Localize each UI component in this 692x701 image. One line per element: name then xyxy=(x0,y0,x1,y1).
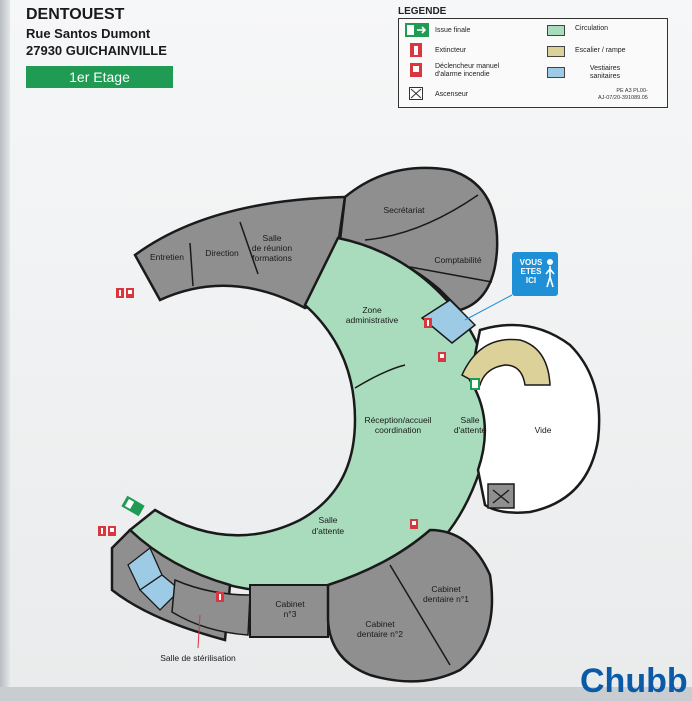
room-label-reception-2: coordination xyxy=(375,425,422,435)
you-are-here-line-1: VOUS xyxy=(519,258,543,267)
legend-exit-label: Issue finale xyxy=(435,27,471,34)
legend-box: Issue finale Extincteur Déclencheur manu… xyxy=(398,18,668,108)
extinguisher-icon xyxy=(424,318,432,328)
room-label-reunion-1: Salle xyxy=(263,233,282,243)
room-label-reunion-2: de réunion xyxy=(252,243,292,253)
legend-stair-label: Escalier / rampe xyxy=(575,47,626,54)
extinguisher-icon xyxy=(116,288,124,298)
elevator-icon xyxy=(409,87,423,100)
plan-reference-line-1: PE A3 PL00- xyxy=(616,88,648,94)
board-edge xyxy=(0,0,10,687)
room-label-direction: Direction xyxy=(205,248,239,258)
you-are-here-line-2: ETES xyxy=(520,267,542,276)
legend-circulation-label: Circulation xyxy=(575,25,609,32)
exit-icon xyxy=(121,495,145,517)
plan-reference-line-2: AJ-07/20-391089.05 xyxy=(598,95,648,101)
room-label-cabinet3-1: Cabinet xyxy=(275,599,305,609)
legend-washroom-label: Vestiaires sanitaires xyxy=(589,65,621,80)
circulation-swatch xyxy=(547,25,565,36)
company-name: DENTOUEST xyxy=(26,6,125,23)
room-label-attente2-1: Salle xyxy=(319,515,338,525)
lower-right-wing xyxy=(326,528,494,683)
washroom-swatch xyxy=(547,67,565,78)
legend-extinguisher-label: Extincteur xyxy=(435,47,467,54)
street-address: Rue Santos Dumont xyxy=(26,26,151,41)
washroom-upper xyxy=(420,299,477,344)
room-label-secretariat: Secrétariat xyxy=(383,205,425,215)
room-label-attente1-2: d'attente xyxy=(454,425,487,435)
extinguisher-icon xyxy=(216,592,224,602)
room-label-zone-2: administrative xyxy=(346,315,399,325)
city-address: 27930 GUICHAINVILLE xyxy=(26,43,167,58)
spiral-stair xyxy=(461,338,551,387)
room-label-entretien: Entretien xyxy=(150,252,184,262)
legend-alarm-label: Déclencheur manuel d'alarme incendie xyxy=(435,63,500,78)
cabinet-3-room xyxy=(249,584,329,638)
you-are-here-pointer xyxy=(464,294,513,321)
room-label-reunion-3: formations xyxy=(252,253,292,263)
room-label-cabinet2-1: Cabinet xyxy=(365,619,395,629)
fire-alarm-icon xyxy=(410,519,418,529)
brand-logo: Chubb xyxy=(580,662,688,700)
fire-alarm-icon xyxy=(410,63,422,77)
person-icon xyxy=(545,259,555,288)
room-label-zone-1: Zone xyxy=(362,305,382,315)
room-label-cabinet1-1: Cabinet xyxy=(431,584,461,594)
exit-icon xyxy=(470,378,480,390)
extinguisher-icon xyxy=(98,526,106,536)
vide-wing xyxy=(461,323,601,514)
sterilisation-pointer xyxy=(197,614,201,649)
room-label-sterilisation: Salle de stérilisation xyxy=(160,653,236,663)
lower-left-wing xyxy=(110,528,329,642)
room-label-vide: Vide xyxy=(535,425,552,435)
extinguisher-icon xyxy=(410,43,422,57)
you-are-here-text: VOUS ETES ICI xyxy=(516,258,546,285)
room-label-reception-1: Réception/accueil xyxy=(364,415,431,425)
stair-swatch xyxy=(547,46,565,57)
room-label-cabinet3-2: n°3 xyxy=(284,609,297,619)
room-label-attente1-1: Salle xyxy=(461,415,480,425)
fire-alarm-icon xyxy=(126,288,134,298)
you-are-here-line-3: ICI xyxy=(525,276,537,285)
exit-icon xyxy=(405,23,429,37)
you-are-here-sign: VOUS ETES ICI xyxy=(512,252,558,296)
floor-badge: 1er Etage xyxy=(26,66,173,88)
fire-alarm-icon xyxy=(108,526,116,536)
legend-elevator-label: Ascenseur xyxy=(435,91,469,98)
fire-alarm-icon xyxy=(438,352,446,362)
room-label-cabinet1-2: dentaire n°1 xyxy=(423,594,469,604)
room-label-cabinet2-2: dentaire n°2 xyxy=(357,629,403,639)
legend-title: LEGENDE xyxy=(398,6,447,17)
room-label-attente2-2: d'attente xyxy=(312,526,345,536)
plan-reference: PE A3 PL00- AJ-07/20-391089.05 xyxy=(598,88,648,102)
room-label-comptabilite: Comptabilité xyxy=(434,255,482,265)
